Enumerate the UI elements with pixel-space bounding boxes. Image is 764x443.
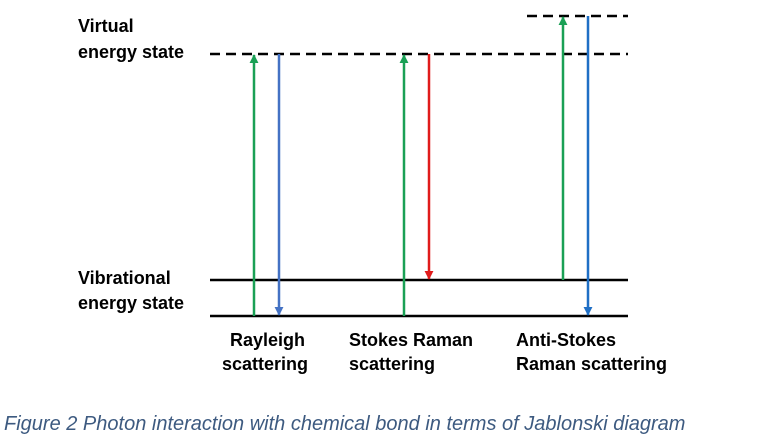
anti-stokes-label-line-2: Raman scattering [516, 354, 667, 374]
anti-stokes-raman-scattering-label: Anti-Stokes Raman scattering [516, 330, 667, 374]
vibrational-state-label-line-2: energy state [78, 293, 184, 313]
stokes-raman-scattering-label: Stokes Raman scattering [349, 330, 478, 374]
virtual-state-label-line-1: Virtual [78, 16, 134, 36]
rayleigh-scattering-label: Rayleigh scattering [222, 330, 310, 374]
stokes-label-line-2: scattering [349, 354, 435, 374]
virtual-state-label-line-2: energy state [78, 42, 184, 62]
figure-caption: Figure 2 Photon interaction with chemica… [4, 413, 686, 435]
rayleigh-label-line-2: scattering [222, 354, 308, 374]
jablonski-diagram: Virtual energy state Vibrational energy … [78, 14, 667, 374]
vibrational-state-label: Vibrational energy state [78, 268, 184, 313]
virtual-state-label: Virtual energy state [78, 16, 184, 62]
rayleigh-label-line-1: Rayleigh [230, 330, 305, 350]
vibrational-state-label-line-1: Vibrational [78, 268, 171, 288]
anti-stokes-label-line-1: Anti-Stokes [516, 330, 616, 350]
stokes-label-line-1: Stokes Raman [349, 330, 473, 350]
